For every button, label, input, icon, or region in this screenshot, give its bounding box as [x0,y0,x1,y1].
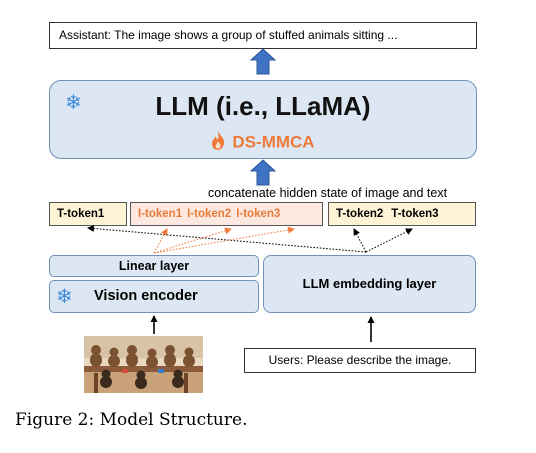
user-input-text: Users: Please describe the image. [268,353,452,367]
image-token: I-token3 [236,208,281,220]
linear-layer-label: Linear layer [118,259,190,273]
linear-layer-block: Linear layer [49,255,259,277]
connector-embed-to-ttoken2 [353,228,367,253]
connector-linear-to-itoken3 [153,226,295,254]
llm-embedding-layer-label: LLM embedding layer [302,276,437,291]
user-input-box: Users: Please describe the image. [244,348,476,373]
vision-encoder-label: Vision encoder [94,288,198,304]
concat-label: concatenate hidden state of image and te… [208,186,448,200]
up-arrow-output [249,48,277,75]
connector-linear-to-itoken1 [153,228,168,254]
text-token-box-rest: T-token2 T-token3 [328,202,476,226]
image-token-box: I-token1 I-token2 I-token3 [130,202,323,226]
vision-encoder-block: ❄ Vision encoder [49,280,259,313]
ds-mmca-text: DS-MMCA [232,132,315,152]
text-token: T-token2 [336,208,384,220]
llm-block: ❄ LLM (i.e., LLaMA) DS-MMCA [49,80,477,159]
assistant-output-box: Assistant: The image shows a group of st… [49,22,477,49]
connector-embed-to-ttoken3 [365,228,413,253]
snowflake-icon: ❄ [56,286,73,308]
figure-caption: Figure 2: Model Structure. [15,410,248,430]
up-arrow-llm [249,159,277,186]
text-token: T-token3 [391,208,439,220]
connector-linear-to-itoken2 [153,227,232,254]
llm-embedding-layer-block: LLM embedding layer [263,255,476,313]
snowflake-icon: ❄ [65,92,82,114]
image-token: I-token2 [187,208,232,220]
text-token: T-token1 [57,208,105,220]
ds-mmca-label: DS-MMCA [50,131,476,155]
image-token: I-token1 [138,208,183,220]
text-token-box-first: T-token1 [49,202,127,226]
flame-icon [211,131,225,155]
llm-title: LLM (i.e., LLaMA) [155,91,371,121]
assistant-output-text: Assistant: The image shows a group of st… [59,28,398,42]
input-image [84,336,203,393]
